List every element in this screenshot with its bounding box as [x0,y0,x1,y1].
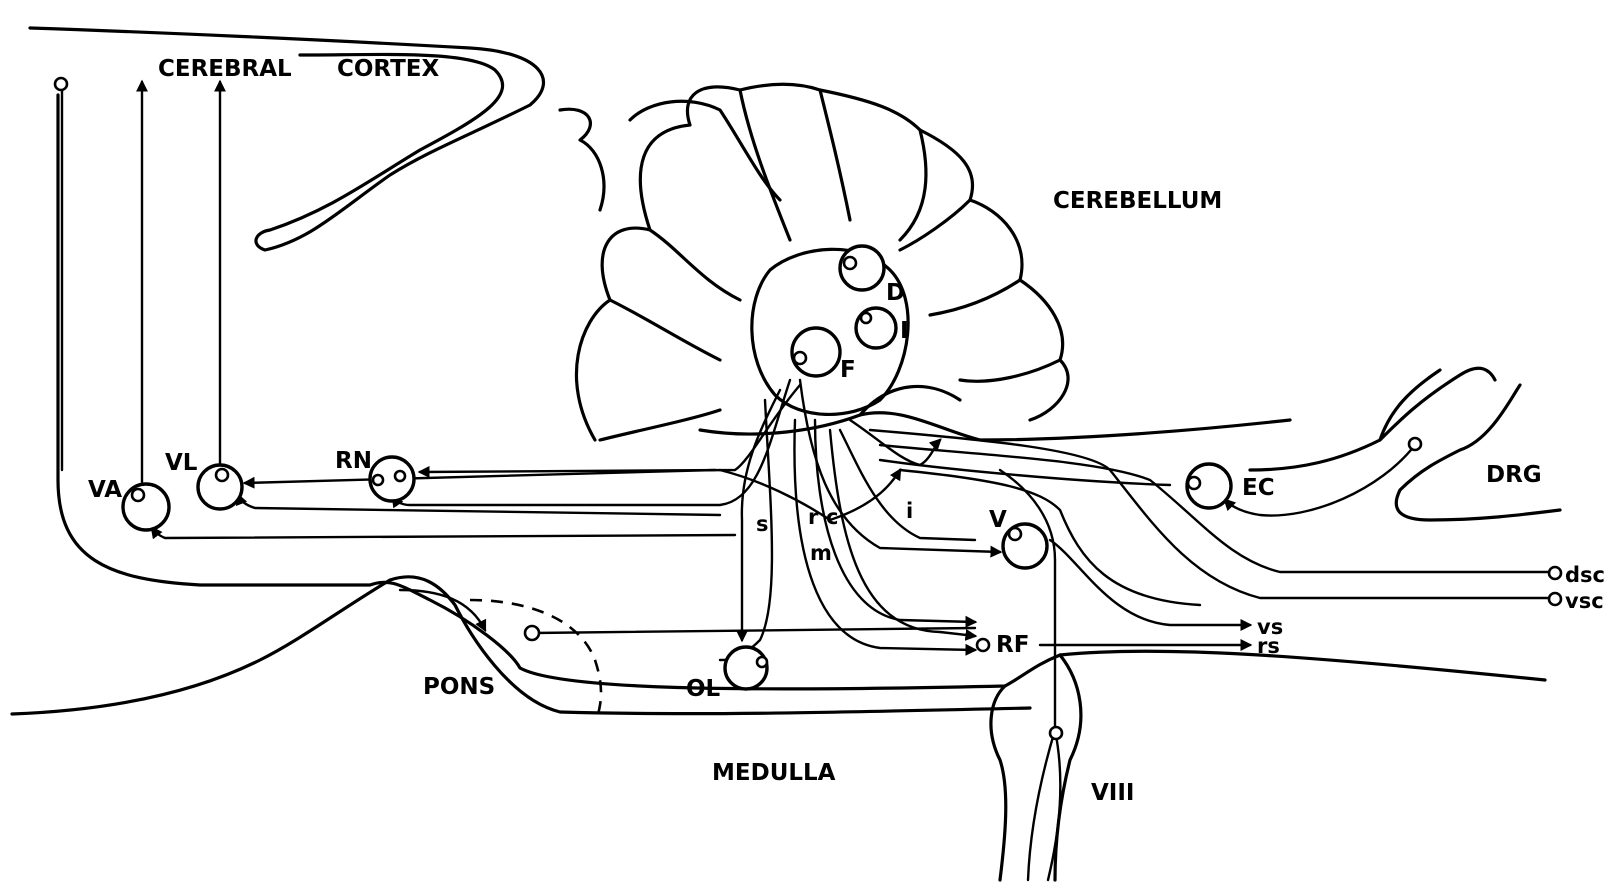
viii-ganglion-neuron [1050,727,1062,739]
va-label: VA [88,477,122,503]
ol-label: OL [686,676,721,702]
v-label: V [989,507,1007,533]
viii-nerve-outline [991,655,1081,880]
medulla-ventral-outline [12,577,1030,714]
f-label: F [840,357,856,383]
vsc-terminal [1549,593,1561,605]
brain-outline [12,28,1560,880]
c-fiber-label: c [826,505,838,529]
labels: CEREBRAL CORTEX CEREBELLUM PONS MEDULLA … [88,56,1605,806]
pontine-neuron [525,626,539,640]
viii-label: VIII [1091,780,1134,806]
va-neuron [123,484,169,530]
rf-terminal [977,639,989,651]
rn-label: RN [335,448,372,474]
m-fiber-label: m [810,541,832,565]
drg-outline [1250,368,1560,520]
dsc-terminal [1549,567,1561,579]
d-label: D [886,280,905,306]
r-fiber-label: r [808,505,819,529]
medulla-label: MEDULLA [712,760,836,786]
dsc-label: dsc [1565,563,1605,587]
s-fiber-label: s [756,512,769,536]
i-nucleus-label: I [900,318,909,344]
i-fiber-label: i [906,499,913,523]
drg-neuron [1409,438,1421,450]
pons-label: PONS [423,674,495,700]
ec-label: EC [1242,475,1275,501]
vsc-label: vsc [1565,589,1604,613]
cerebellum-outline [576,84,1068,440]
vl-label: VL [165,450,198,476]
rf-label: RF [996,632,1029,658]
neurons [55,78,1561,739]
cerebellum-label: CEREBELLUM [1053,188,1222,214]
rs-label: rs [1257,634,1280,658]
cortical-neuron-terminal [55,78,67,90]
drg-label: DRG [1486,462,1542,488]
cerebral-label: CEREBRAL [158,56,292,82]
cortex-label: CORTEX [337,56,440,82]
